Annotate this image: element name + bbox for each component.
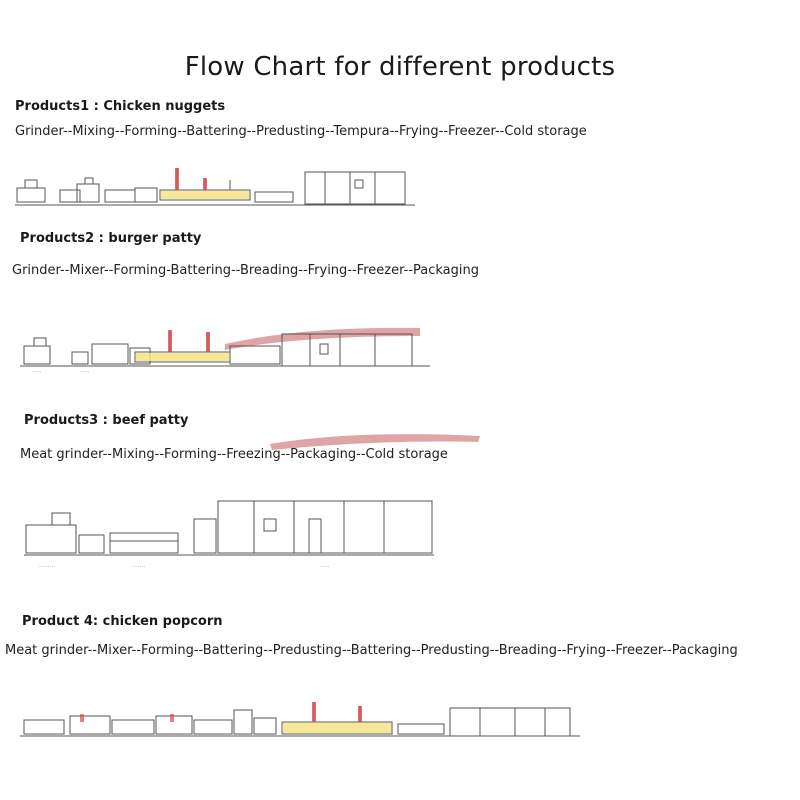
product-2-heading: Products2 : burger patty: [20, 231, 202, 246]
page-title: Flow Chart for different products: [184, 52, 616, 82]
product-4-line-drawing: [20, 702, 580, 737]
product-2-line-drawing: ····· ·····: [20, 327, 430, 376]
svg-text:·······: ·······: [132, 564, 145, 571]
product-1-line-drawing: [15, 168, 415, 206]
product-2-flow: Grinder--Mixer--Forming-Battering--Bread…: [12, 263, 479, 278]
product-3-flow: Meat grinder--Mixing--Forming--Freezing-…: [20, 447, 448, 462]
svg-text:·····: ·····: [80, 369, 90, 376]
product-4-heading: Product 4: chicken popcorn: [22, 614, 223, 629]
product-1-heading: Products1 : Chicken nuggets: [15, 99, 226, 114]
product-3-heading: Products3 : beef patty: [24, 413, 189, 428]
svg-text:·········: ·········: [38, 564, 55, 571]
svg-text:·····: ·····: [320, 564, 330, 571]
product-1-flow: Grinder--Mixing--Forming--Battering--Pre…: [15, 124, 587, 139]
product-4-flow: Meat grinder--Mixer--Forming--Battering-…: [5, 643, 738, 658]
svg-text:·····: ·····: [32, 369, 42, 376]
product-3-line-drawing: ········· ······· ·····: [24, 500, 434, 571]
smear-decoration: [270, 434, 480, 450]
